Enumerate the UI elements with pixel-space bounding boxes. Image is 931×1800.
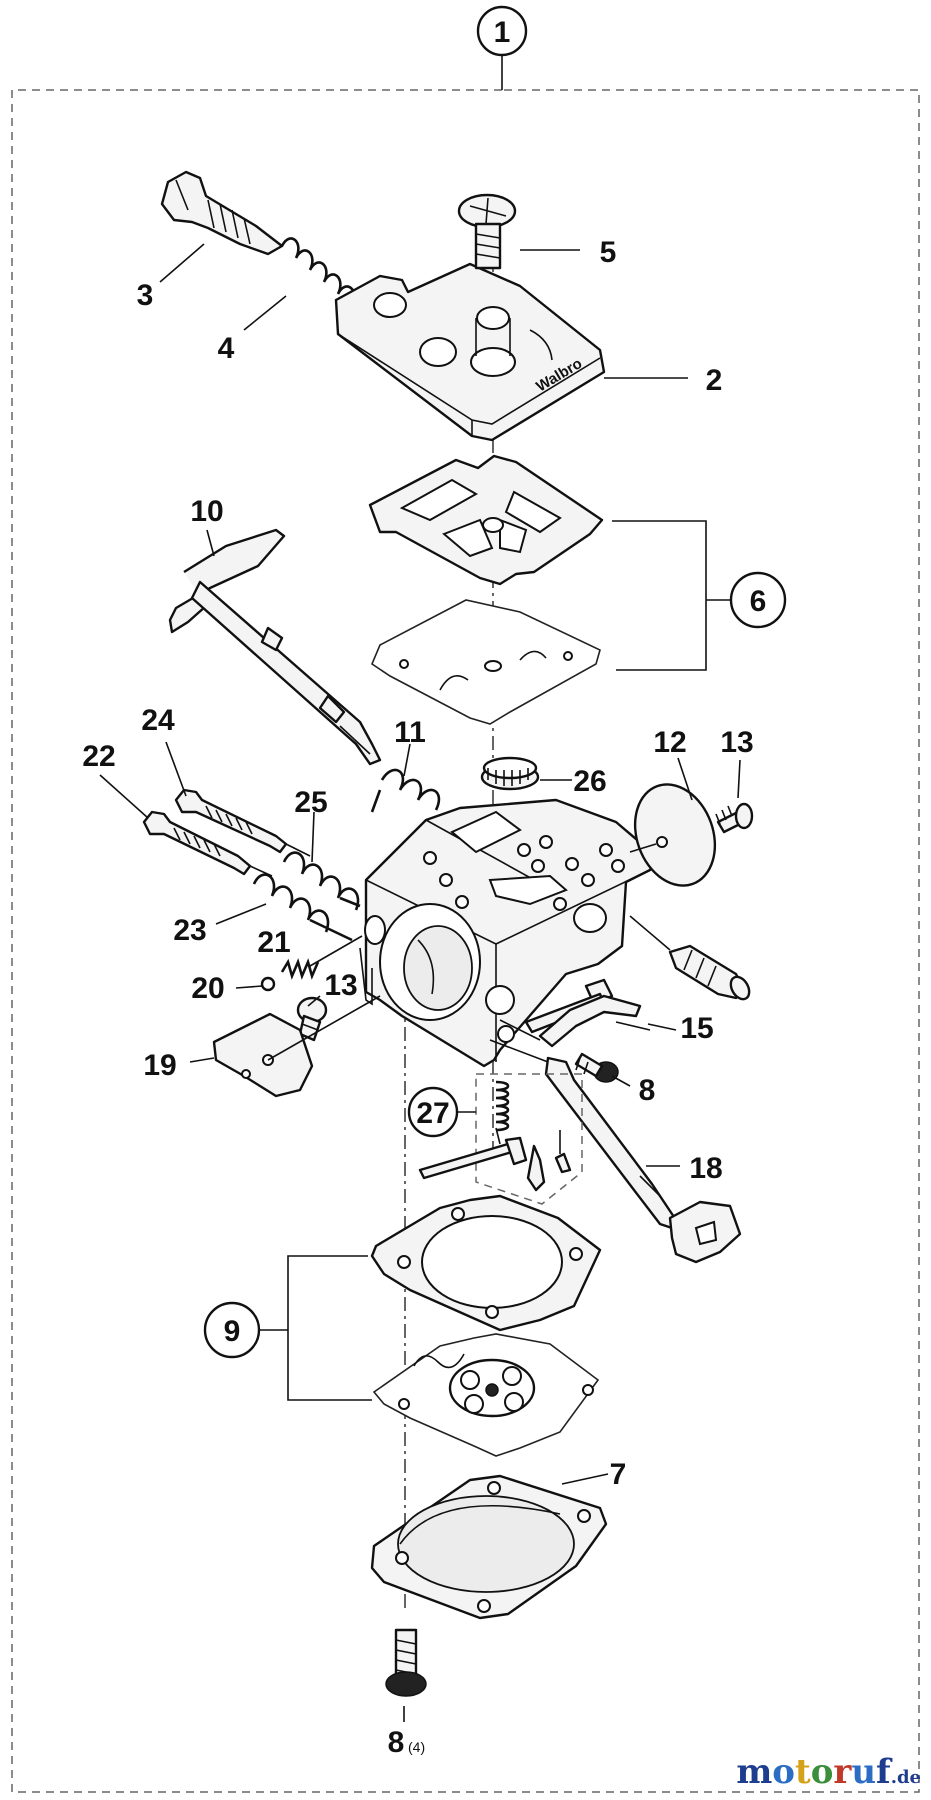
part-11-spring <box>370 768 441 813</box>
callout-27: 27 <box>407 1086 459 1138</box>
callout-2: 2 <box>706 364 723 397</box>
callout-18: 18 <box>689 1152 722 1185</box>
part-20-ball <box>260 935 363 992</box>
svg-text:8: 8 <box>388 1726 405 1759</box>
part-15-lever <box>499 994 651 1048</box>
part-18-choke-shaft <box>489 1039 742 1264</box>
callout-9: 9 <box>203 1301 261 1359</box>
callout-7: 7 <box>610 1458 627 1491</box>
callout-24: 24 <box>141 704 175 737</box>
part-3-adjusting-screw <box>160 170 284 256</box>
callout-11: 11 <box>394 716 426 749</box>
watermark-letter: t <box>794 1752 811 1792</box>
svg-text:(4): (4) <box>408 1739 425 1755</box>
svg-text:1: 1 <box>494 16 511 49</box>
callout-10: 10 <box>190 495 223 528</box>
svg-text:27: 27 <box>416 1097 449 1130</box>
callout-8-upper: 8 <box>639 1074 656 1107</box>
callout-20: 20 <box>191 972 224 1005</box>
callout-1: 1 <box>476 5 528 57</box>
svg-text:6: 6 <box>750 585 767 618</box>
carburetor-body <box>359 798 658 1068</box>
part-24-needle <box>174 788 311 857</box>
part-10-throttle-shaft <box>168 528 382 766</box>
part-23-spring <box>252 873 353 942</box>
part-26-screen <box>480 756 540 791</box>
svg-text:9: 9 <box>224 1315 241 1348</box>
part-6-pump-diaphragm <box>371 599 601 725</box>
part-21-spring <box>280 958 320 980</box>
callout-8-lower: 8 (4) <box>388 1726 425 1759</box>
callout-3: 3 <box>137 279 154 312</box>
watermark-letter: u <box>851 1752 877 1792</box>
callout-26: 26 <box>573 765 606 798</box>
callout-12: 12 <box>653 726 686 759</box>
callout-23: 23 <box>173 914 206 947</box>
callout-5: 5 <box>600 236 617 269</box>
part-13-screw-right <box>715 802 754 834</box>
part-7-metering-cover <box>370 1474 608 1620</box>
part-12-plate <box>629 783 717 887</box>
fuel-inlet-fitting <box>629 915 751 1001</box>
callout-4: 4 <box>218 332 235 365</box>
callout-19: 19 <box>143 1049 176 1082</box>
leader-lines <box>99 243 741 1722</box>
callout-15: 15 <box>680 1012 713 1045</box>
callout-21: 21 <box>257 926 290 959</box>
part-9-metering-diaphragm <box>372 1333 600 1457</box>
part-8-screw-upper <box>574 1052 619 1083</box>
part-9-metering-gasket <box>370 1194 602 1332</box>
callout-25: 25 <box>294 786 327 819</box>
watermark-logo: motoruf.de <box>736 1752 921 1792</box>
part-19-plate <box>212 995 381 1098</box>
part-8-screw-lower <box>385 1628 427 1697</box>
assembly-boundary <box>11 89 920 1793</box>
part-5-screw <box>457 193 517 270</box>
part-22-needle <box>142 810 273 877</box>
callout-9-bracket <box>258 1255 372 1401</box>
watermark-letter: r <box>833 1752 852 1792</box>
watermark-letter: o <box>772 1752 795 1792</box>
part-25-spring <box>282 851 361 911</box>
callout-13-left: 13 <box>324 969 357 1002</box>
callout-22: 22 <box>82 740 115 773</box>
part-4-spring <box>280 237 356 307</box>
callout-13-right: 13 <box>720 726 753 759</box>
watermark-letter: o <box>810 1752 834 1792</box>
part-6-pump-gasket <box>368 454 604 586</box>
watermark-tld: .de <box>890 1767 921 1788</box>
callout-6: 6 <box>729 571 787 629</box>
watermark-letter: m <box>736 1752 773 1792</box>
part-27-inlet-needle-assembly <box>418 1073 583 1205</box>
part-2-cover: Walbro <box>334 262 606 442</box>
callout-6-bracket <box>612 520 730 671</box>
watermark-letter: f <box>876 1752 891 1792</box>
